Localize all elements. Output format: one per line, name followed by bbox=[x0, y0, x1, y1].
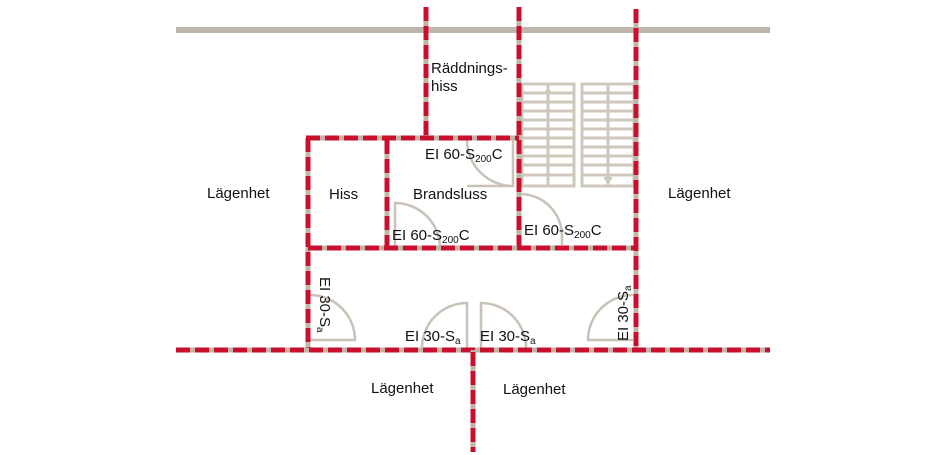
door-rating-brandsluss-top-right: EI 60-S200C bbox=[425, 146, 503, 165]
door-brandsluss-top-right bbox=[465, 139, 515, 188]
room-label-lagenhet-right: Lägenhet bbox=[668, 185, 731, 202]
arrow-up-icon bbox=[543, 87, 553, 94]
door-rating-stair-bottom-left: EI 60-S200C bbox=[524, 222, 602, 241]
door-stair-bottom-left bbox=[519, 192, 564, 245]
doors bbox=[309, 139, 634, 351]
door-rating-corridor-bottom-left: EI 30-Sa bbox=[405, 328, 461, 347]
room-label-raddningshiss-1: Räddnings- bbox=[431, 60, 508, 77]
room-label-raddningshiss-2: hiss bbox=[431, 78, 458, 95]
door-rating-corridor-right: EI 30-Sa bbox=[615, 285, 634, 341]
door-rating-corridor-left: EI 30-Sa bbox=[314, 277, 333, 333]
door-brandsluss-bottom-left bbox=[393, 201, 442, 249]
staircase bbox=[520, 82, 636, 188]
door-corridor-right bbox=[586, 293, 634, 342]
door-rating-brandsluss-bottom-left: EI 60-S200C bbox=[392, 227, 470, 246]
arrow-down-icon bbox=[603, 177, 613, 184]
room-label-brandsluss: Brandsluss bbox=[413, 186, 488, 203]
fire-walls bbox=[176, 7, 770, 452]
door-corridor-bottom-left bbox=[420, 301, 469, 351]
room-label-lagenhet-bottom-left: Lägenhet bbox=[371, 380, 434, 397]
door-corridor-left bbox=[309, 293, 357, 342]
door-rating-corridor-bottom-right: EI 30-Sa bbox=[480, 328, 536, 347]
room-label-lagenhet-left: Lägenhet bbox=[207, 185, 270, 202]
door-corridor-bottom-right bbox=[479, 301, 528, 351]
room-label-hiss: Hiss bbox=[329, 186, 359, 203]
room-label-lagenhet-bottom-right: Lägenhet bbox=[503, 381, 566, 398]
stair-flight-up bbox=[520, 82, 576, 188]
stair-flight-down bbox=[580, 82, 636, 188]
